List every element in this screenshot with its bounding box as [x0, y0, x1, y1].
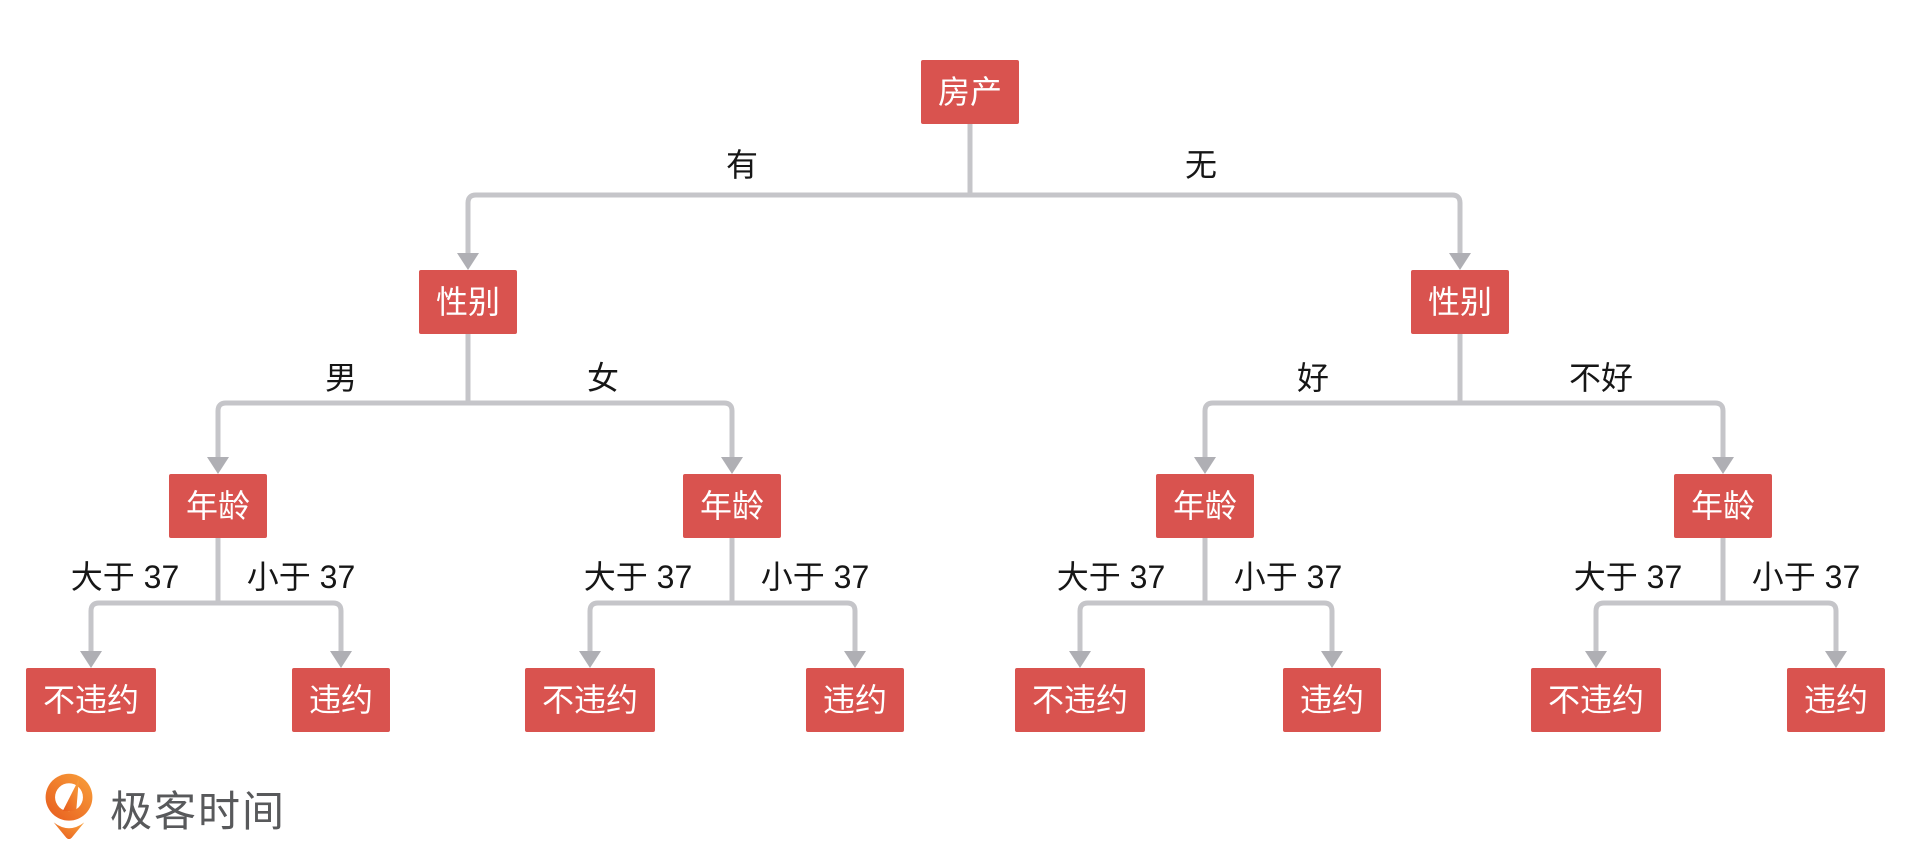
edge-label-good: 好: [1296, 360, 1330, 396]
geektime-logo-text: 极客时间: [110, 787, 287, 835]
geektime-logo-icon: [45, 773, 93, 840]
node-leaf-no-default-2: 不违约: [524, 668, 656, 732]
node-gender-left: 性别: [418, 270, 518, 334]
node-age-1: 年龄: [168, 474, 268, 538]
edge-label-none: 无: [1184, 147, 1218, 183]
edge-label-lt37-2: 小于 37: [760, 559, 870, 595]
edge-label-lt37-1: 小于 37: [246, 559, 356, 595]
node-leaf-default-3: 违约: [1282, 668, 1382, 732]
node-age-2: 年龄: [682, 474, 782, 538]
node-leaf-no-default-4: 不违约: [1530, 668, 1662, 732]
edge-label-not-good: 不好: [1568, 360, 1634, 396]
edge-label-male: 男: [324, 360, 358, 396]
node-root-property: 房产: [920, 60, 1020, 124]
node-gender-right: 性别: [1410, 270, 1510, 334]
node-leaf-no-default-1: 不违约: [25, 668, 157, 732]
node-leaf-no-default-3: 不违约: [1014, 668, 1146, 732]
edge-label-gt37-4: 大于 37: [1573, 559, 1683, 595]
node-leaf-default-1: 违约: [291, 668, 391, 732]
edge-label-gt37-2: 大于 37: [583, 559, 693, 595]
node-leaf-default-4: 违约: [1786, 668, 1886, 732]
edge-label-female: 女: [586, 360, 620, 396]
arrowhead-icons: [80, 253, 1847, 668]
node-age-3: 年龄: [1155, 474, 1255, 538]
node-leaf-default-2: 违约: [805, 668, 905, 732]
edge-label-lt37-4: 小于 37: [1751, 559, 1861, 595]
geektime-logo: 极客时间: [42, 772, 286, 844]
edge-label-gt37-1: 大于 37: [70, 559, 180, 595]
edge-label-has: 有: [725, 147, 759, 183]
edge-label-gt37-3: 大于 37: [1056, 559, 1166, 595]
edge-label-lt37-3: 小于 37: [1233, 559, 1343, 595]
node-age-4: 年龄: [1673, 474, 1773, 538]
